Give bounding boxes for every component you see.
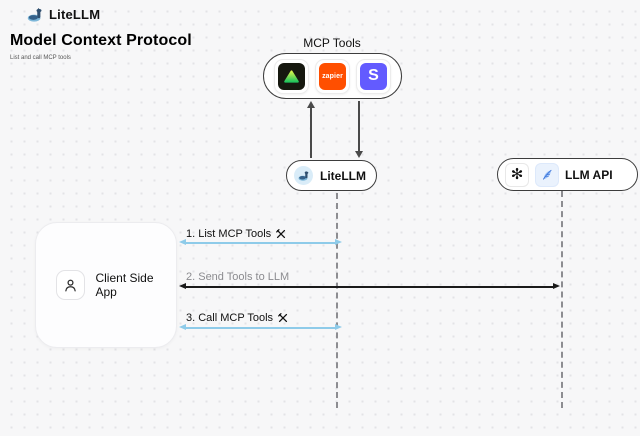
brand-lockup: LiteLLM (27, 7, 100, 22)
tools-icon (277, 312, 289, 324)
tool-card: zapier (315, 58, 350, 94)
step-2-label: 2. Send Tools to LLM (186, 271, 290, 283)
llm-api-lifeline (561, 191, 563, 408)
tool-card (274, 58, 309, 94)
litellm-llama-icon (27, 7, 44, 22)
zapier-icon: zapier (319, 62, 346, 90)
arrow-up-to-mcp-tools (307, 101, 314, 158)
mcp-tools-label: MCP Tools (303, 36, 361, 50)
client-side-app-node: Client Side App (35, 222, 177, 348)
tool-card: S (356, 58, 391, 94)
feather-icon (535, 162, 559, 187)
send-tools-to-llm-arrow (179, 283, 560, 289)
page-title: Model Context Protocol (10, 32, 192, 49)
page-subtitle: List and call MCP tools (10, 55, 71, 61)
llm-api-node-label: LLM API (565, 167, 613, 182)
stripe-icon: S (360, 62, 387, 90)
arrow-down-to-litellm (355, 101, 362, 158)
litellm-node: LiteLLM (286, 160, 377, 191)
litellm-llama-icon (294, 166, 313, 185)
brand-name: LiteLLM (49, 7, 101, 22)
tools-icon (275, 228, 287, 240)
litellm-lifeline (336, 193, 338, 408)
list-mcp-tools-arrow (179, 239, 342, 245)
green-triangle-icon (278, 62, 305, 90)
llm-api-node: ✻ LLM API (497, 158, 638, 191)
step-1-label: 1. List MCP Tools (186, 228, 287, 240)
client-side-app-label: Client Side App (95, 271, 154, 299)
mcp-tools-node: zapier S (263, 53, 402, 99)
litellm-node-label: LiteLLM (320, 168, 366, 183)
step-3-label: 3. Call MCP Tools (186, 312, 289, 324)
call-mcp-tools-arrow (179, 324, 342, 330)
person-icon (56, 270, 86, 300)
openai-icon: ✻ (505, 162, 529, 187)
